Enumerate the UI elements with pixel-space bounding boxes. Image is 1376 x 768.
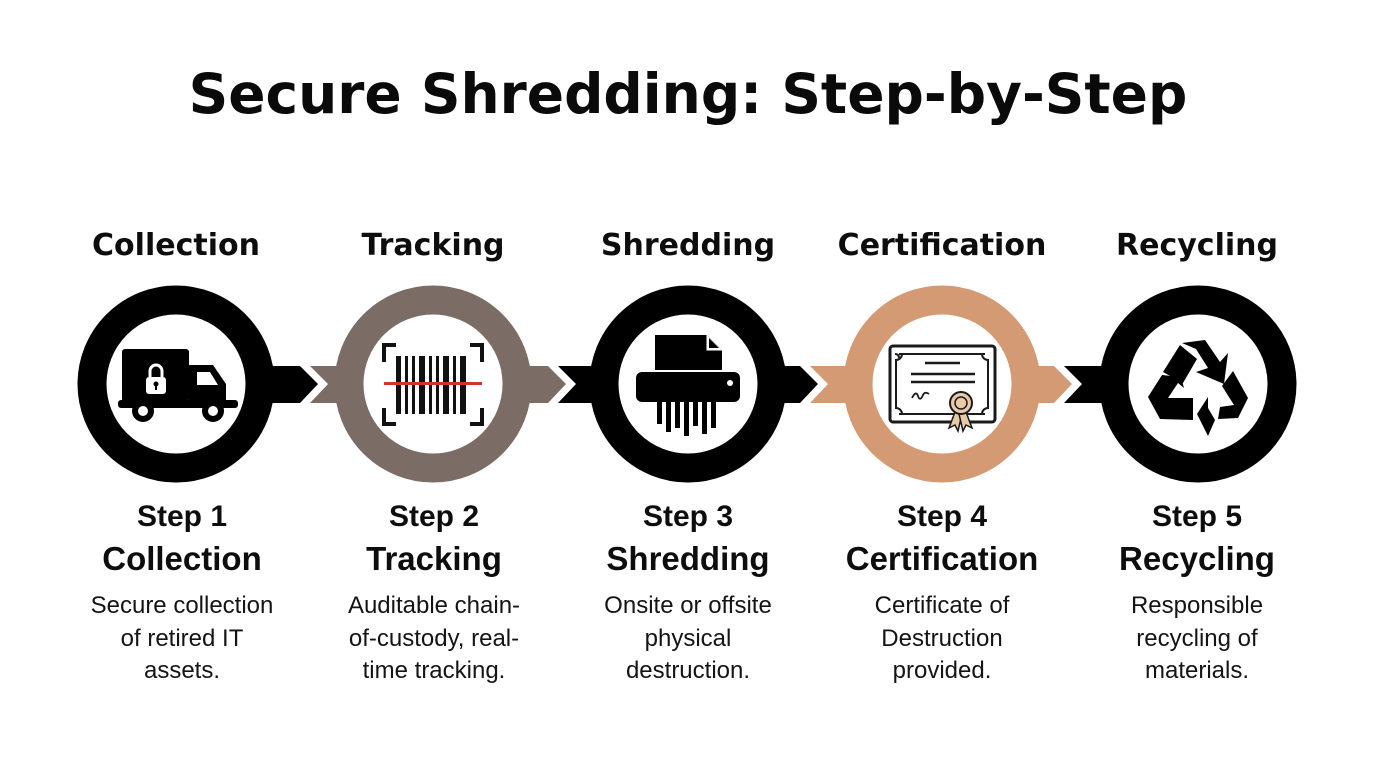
step-5-description: Responsible recycling of materials. xyxy=(1130,592,1264,684)
recycle-icon xyxy=(1148,340,1248,436)
barcode-scan-icon xyxy=(382,343,484,426)
step-5-ring xyxy=(1099,285,1297,483)
step-5-name: Recycling xyxy=(1119,540,1275,577)
step-1-description: Secure collection of retired IT assets. xyxy=(90,592,274,684)
step-5-top-label: Recycling xyxy=(1116,228,1278,263)
step-1-number: Step 1 xyxy=(136,500,228,533)
step-4-top-label: Certification xyxy=(837,228,1047,263)
step-3-top-label: Shredding xyxy=(600,228,776,263)
step-2-top-label: Tracking xyxy=(361,228,505,263)
step-4-name: Certification xyxy=(845,540,1039,577)
step-3-number: Step 3 xyxy=(642,500,734,533)
step-5-number: Step 5 xyxy=(1151,500,1243,533)
step-2-description: Auditable chain- of-custody, real- time … xyxy=(347,592,521,684)
page-title: Secure Shredding: Step-by-Step xyxy=(188,62,1188,126)
step-1-top-label: Collection xyxy=(92,228,260,263)
step-1-name: Collection xyxy=(102,540,262,577)
step-2-name: Tracking xyxy=(366,540,502,577)
step-3-description: Onsite or offsite physical destruction. xyxy=(604,592,772,684)
paper-shredder-icon xyxy=(636,335,740,436)
step-4-description: Certificate of Destruction provided. xyxy=(874,592,1010,684)
step-2-number: Step 2 xyxy=(388,500,480,533)
step-3-name: Shredding xyxy=(606,540,770,577)
locked-truck-icon xyxy=(118,349,238,422)
certificate-icon xyxy=(888,344,997,434)
step-4-number: Step 4 xyxy=(896,500,988,533)
